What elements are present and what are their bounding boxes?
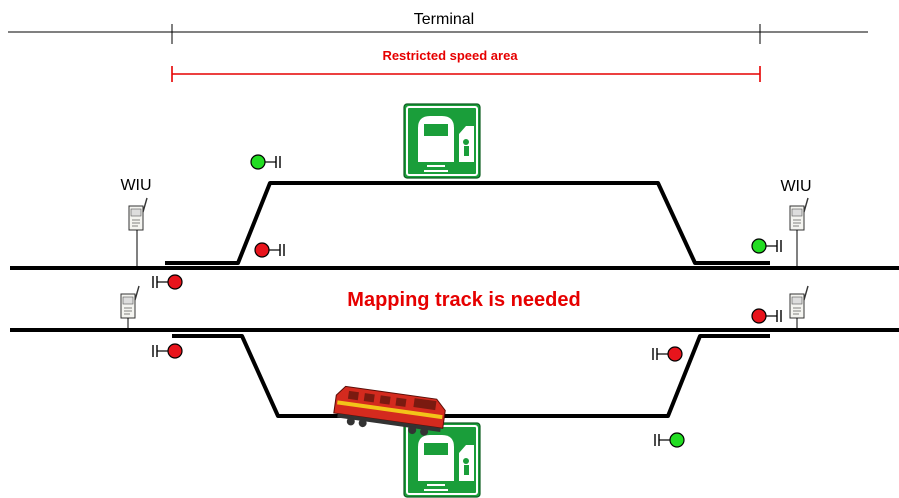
lower-siding-track: [172, 334, 770, 418]
wayside-interface-unit-icon: [789, 285, 809, 328]
wiu-left-label: WIU: [120, 177, 151, 194]
wiu-right-label: WIU: [780, 178, 811, 195]
center-message: Mapping track is needed: [347, 289, 580, 311]
signal-icon: [751, 308, 782, 324]
station-platform-icon: [403, 103, 481, 179]
signal-icon: [751, 238, 782, 254]
upper-siding-track: [165, 181, 770, 265]
terminal-dimension-line: [8, 24, 868, 44]
signal-icon: [652, 346, 683, 362]
signal-icon: [254, 242, 285, 258]
wayside-interface-unit-icon: [128, 197, 148, 266]
signal-icon: [250, 154, 281, 170]
wayside-interface-unit-icon: [120, 285, 140, 328]
wayside-interface-unit-icon: [789, 197, 809, 266]
restricted-speed-area-line: [171, 66, 761, 82]
signal-icon: [152, 343, 183, 359]
station-platform-icon: [403, 422, 481, 498]
locomotive-icon: [333, 385, 446, 436]
terminal-label: Terminal: [414, 11, 474, 28]
signal-icon: [152, 274, 183, 290]
signal-icon: [654, 432, 685, 448]
restricted-speed-area-label: Restricted speed area: [382, 48, 518, 63]
